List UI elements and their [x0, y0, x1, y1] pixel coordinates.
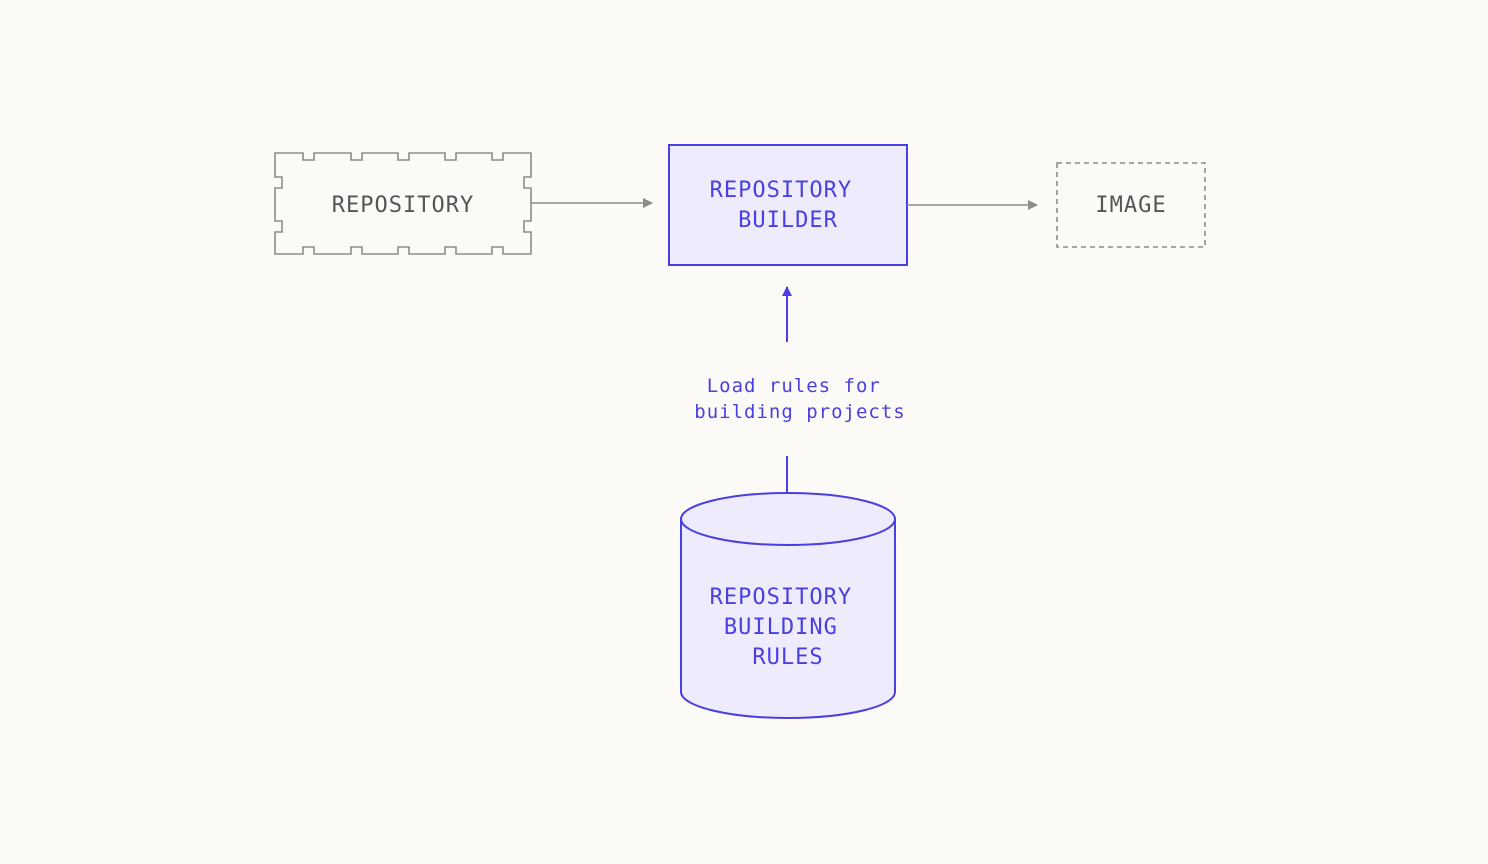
edge-rules-to-builder-label: Load rules for building projects	[694, 375, 905, 423]
cylinder-body	[680, 518, 896, 719]
repository-builder-line-1: REPOSITORY	[710, 178, 852, 203]
repository-node: REPOSITORY	[274, 152, 532, 255]
repository-builder-box	[668, 144, 908, 266]
image-box	[1056, 162, 1206, 248]
repository-builder-label: REPOSITORY BUILDER	[710, 178, 867, 233]
edge-label-line-2: building projects	[694, 401, 905, 423]
rules-line-1: REPOSITORY	[710, 585, 852, 610]
rules-line-2: BUILDING	[724, 615, 838, 640]
image-node: IMAGE	[1056, 162, 1206, 248]
repository-building-rules-node: REPOSITORY BUILDING RULES	[680, 492, 896, 719]
edge-label-line-1: Load rules for	[707, 375, 881, 397]
repository-builder-line-2: BUILDER	[738, 208, 838, 233]
repository-label: REPOSITORY	[332, 193, 474, 218]
cylinder-top	[680, 492, 896, 546]
repository-shape	[274, 152, 532, 255]
rules-line-3: RULES	[752, 645, 823, 670]
repository-building-rules-label: REPOSITORY BUILDING RULES	[710, 585, 867, 670]
image-label: IMAGE	[1095, 193, 1166, 218]
repository-builder-node: REPOSITORY BUILDER	[668, 144, 908, 266]
